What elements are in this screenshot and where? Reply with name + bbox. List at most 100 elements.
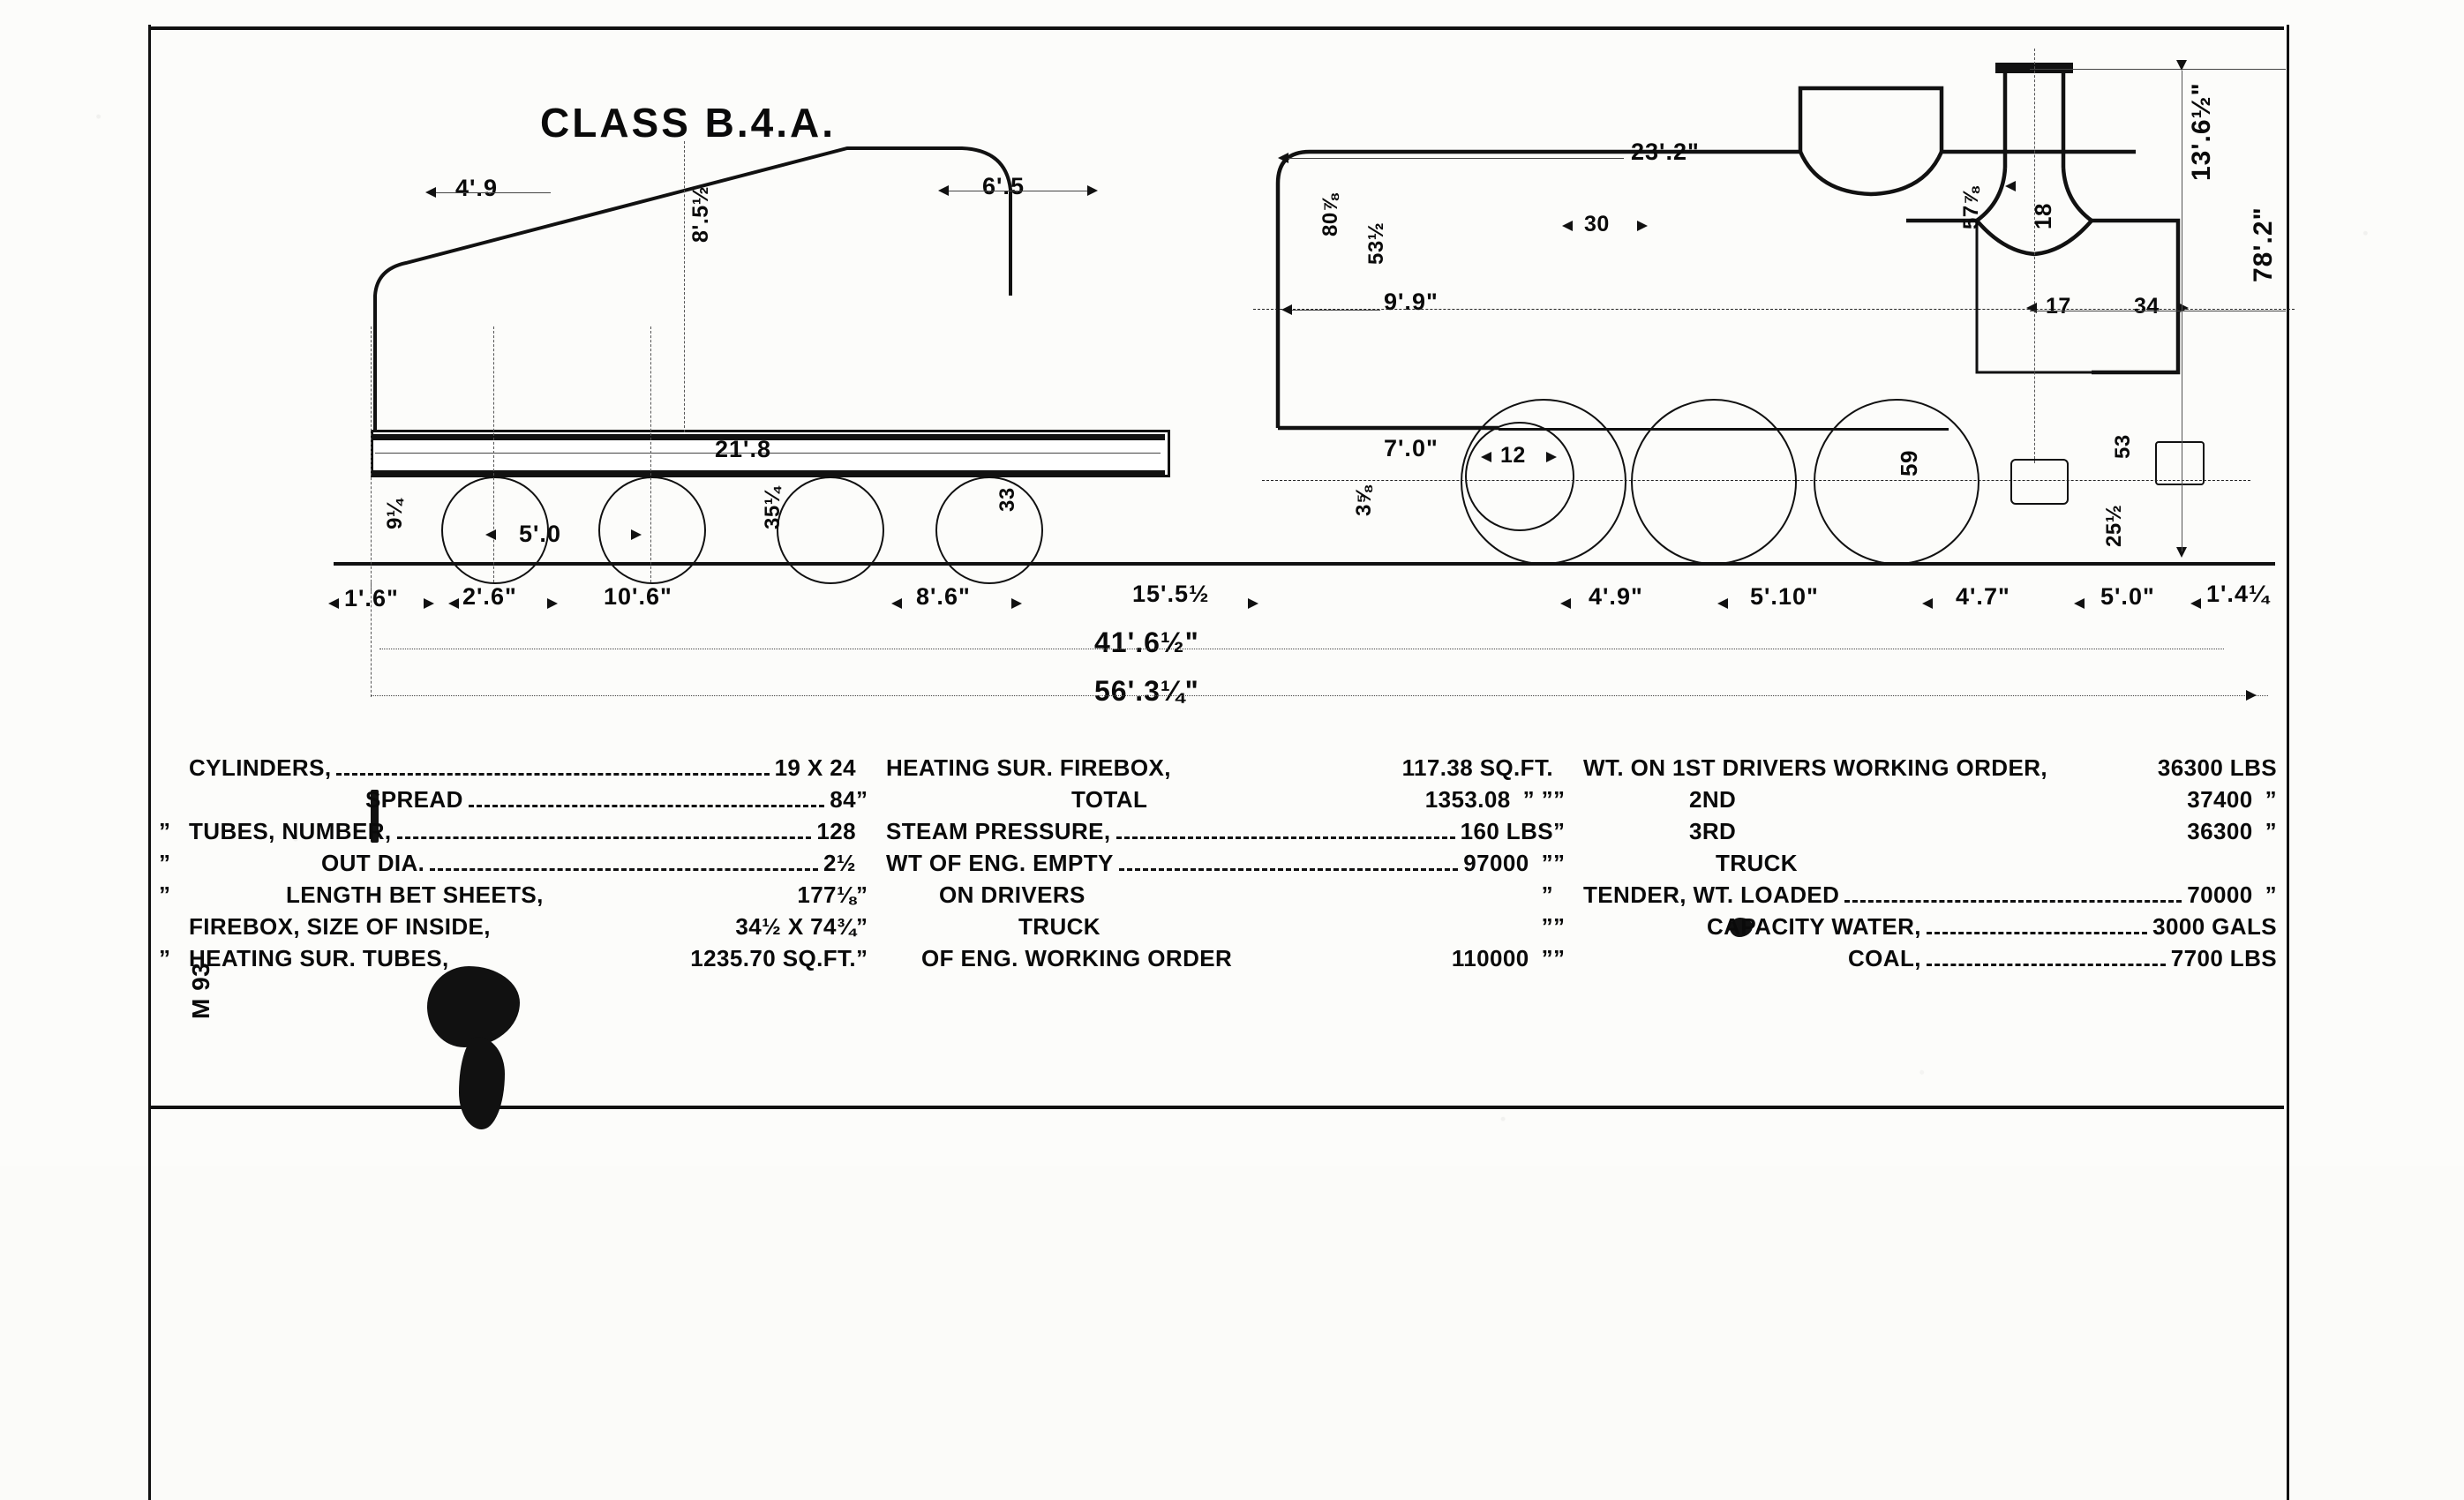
spec-row: ”COAL,7700 LBS <box>1553 945 2277 977</box>
page-title: CLASS B.4.A. <box>540 100 837 146</box>
height-arrow-top <box>2176 60 2187 71</box>
spec-value: 2½ <box>823 850 856 876</box>
dim-overall-total: 56'.3¼" <box>1094 675 1199 707</box>
spec-value: 3000 GALS <box>2152 913 2277 940</box>
spec-value: 1353.08 <box>1424 786 1511 813</box>
dim-arrow-left-7 <box>1481 452 1491 462</box>
dim-tender-coal-top: 6'.5 <box>982 173 1025 199</box>
dim-total-height: 13'.6½" <box>2187 82 2216 181</box>
dim-tender-wheel-spacing: 5'.0 <box>519 521 561 547</box>
spec-value: 160 LBS <box>1460 818 1553 844</box>
dim-line-4 <box>1288 158 1624 159</box>
base-arrow-10 <box>1922 598 1933 609</box>
pilot-box-2 <box>2155 441 2205 485</box>
driver-centerline <box>1262 480 2250 481</box>
ditto-mark: ” <box>159 818 171 844</box>
spec-row: HEATING SUR. FIREBOX,117.38 SQ.FT. <box>856 754 1553 786</box>
dim-base-8: 4'.7" <box>1956 583 2010 610</box>
ink-blot-small <box>1730 918 1753 937</box>
dim-base-9: 5'.0" <box>2100 583 2155 610</box>
spec-unit-ditto: ” <box>1541 850 1553 876</box>
ditto-mark: ” <box>856 913 868 940</box>
dim-rear-box-b: 25½ <box>2102 504 2126 547</box>
spec-label: STEAM PRESSURE, <box>886 818 1111 844</box>
ditto-mark: ” <box>856 881 868 908</box>
tender-frame-mid <box>375 453 1161 454</box>
ditto-mark: ” <box>1553 818 1566 844</box>
spec-label: TRUCK <box>1716 850 1798 876</box>
dim-boiler-center-height: 57⅞ <box>1959 186 1983 229</box>
lead-truck-wheel <box>1465 422 1574 531</box>
tender-wheel-1 <box>441 476 549 584</box>
drawing-border-bottom <box>148 1106 2284 1109</box>
spec-value: 177⅛ <box>797 881 856 908</box>
dim-smokebox-dia: 80⅞ <box>1318 193 1342 236</box>
spec-label: WT OF ENG. EMPTY <box>886 850 1114 876</box>
spec-label: FIREBOX, SIZE OF INSIDE, <box>189 913 491 940</box>
spec-label: CYLINDERS, <box>189 754 332 781</box>
spec-label: ON DRIVERS <box>939 881 1086 908</box>
spec-value: 7700 LBS <box>2170 945 2277 971</box>
spec-label: TENDER, WT. LOADED <box>1583 881 1840 908</box>
tender-frame-bottom <box>371 470 1165 475</box>
spec-row: CYLINDERS,19 X 24 <box>159 754 856 786</box>
dim-driver-dia: 59 <box>1896 450 1922 476</box>
dim-arrow-left-3 <box>485 529 496 540</box>
dim-arrow-left-8 <box>2026 303 2037 313</box>
spec-value: 128 <box>816 818 856 844</box>
spec-value: 37400 <box>2187 786 2253 813</box>
boiler-centerline <box>1253 309 2295 310</box>
ditto-mark: ” <box>1553 945 1566 971</box>
tender-outline <box>373 146 1012 432</box>
ditto-mark: ” <box>159 881 171 908</box>
spec-value: 117.38 SQ.FT. <box>1401 754 1553 781</box>
spec-label: TOTAL <box>1071 786 1148 813</box>
spec-value: 34½ X 74¾ <box>735 913 856 940</box>
height-arrow-bottom <box>2176 547 2187 558</box>
spec-unit-ditto: ” <box>2265 881 2277 908</box>
dim-arrow-right-5 <box>1637 221 1648 231</box>
dim-arrow-left-1 <box>425 187 436 198</box>
spec-value: 84 <box>830 786 856 813</box>
dim-arrow-right-2 <box>1087 185 1098 196</box>
dim-base-3: 10'.6" <box>604 583 672 610</box>
spec-unit-ditto: ” <box>1541 945 1553 971</box>
dim-frame-bottom: 3⅝ <box>1352 485 1376 516</box>
base-arrow-1 <box>328 598 339 609</box>
dim-firebox-width: 7'.0" <box>1384 435 1439 461</box>
spec-column-2: HEATING SUR. FIREBOX,117.38 SQ.FT.”TOTAL… <box>856 754 1553 977</box>
spec-unit-ditto: ” <box>1541 913 1553 940</box>
leader-dots <box>468 805 825 807</box>
spec-label: LENGTH BET SHEETS, <box>286 881 544 908</box>
spec-row: ”OUT DIA.2½ <box>159 850 856 881</box>
tender-wheel-2 <box>598 476 706 584</box>
base-arrow-12 <box>2190 598 2201 609</box>
spec-row: ” LENGTH BET SHEETS, 177⅛ <box>159 881 856 913</box>
tender-centerline-2 <box>650 326 651 582</box>
dim-stack-dia: 18 <box>2030 203 2056 229</box>
spec-value: 36300 LBS <box>2157 754 2277 781</box>
ink-blot-tail <box>459 1037 505 1129</box>
leader-dots <box>336 773 770 776</box>
leader-dots <box>396 836 812 839</box>
ditto-mark: ” <box>856 786 868 813</box>
height-ext-top <box>2030 69 2286 70</box>
ditto-mark: ” <box>159 850 171 876</box>
dim-arrow-left-4 <box>1278 153 1288 163</box>
spec-row: ”TRUCK <box>1553 850 2277 881</box>
dim-tender-height-slope: 8'.5½ <box>688 185 713 243</box>
spec-value: 110000 <box>1451 945 1529 971</box>
tender-wheel-3 <box>777 476 884 584</box>
base-arrow-6 <box>1011 598 1022 609</box>
dim-cab-width: 34 <box>2134 294 2160 319</box>
overall-arrow-right <box>2246 690 2257 701</box>
dim-tender-front-overhang: 4'.9 <box>455 175 498 201</box>
dim-lead-truck-wheel: 12 <box>1500 443 1526 468</box>
dim-tender-frame-depth: 35¼ <box>761 486 785 529</box>
spec-column-3: WT. ON 1ST DRIVERS WORKING ORDER,36300 L… <box>1553 754 2277 977</box>
dim-arrow-right-3 <box>631 529 642 540</box>
pilot-box-1 <box>2010 459 2069 505</box>
